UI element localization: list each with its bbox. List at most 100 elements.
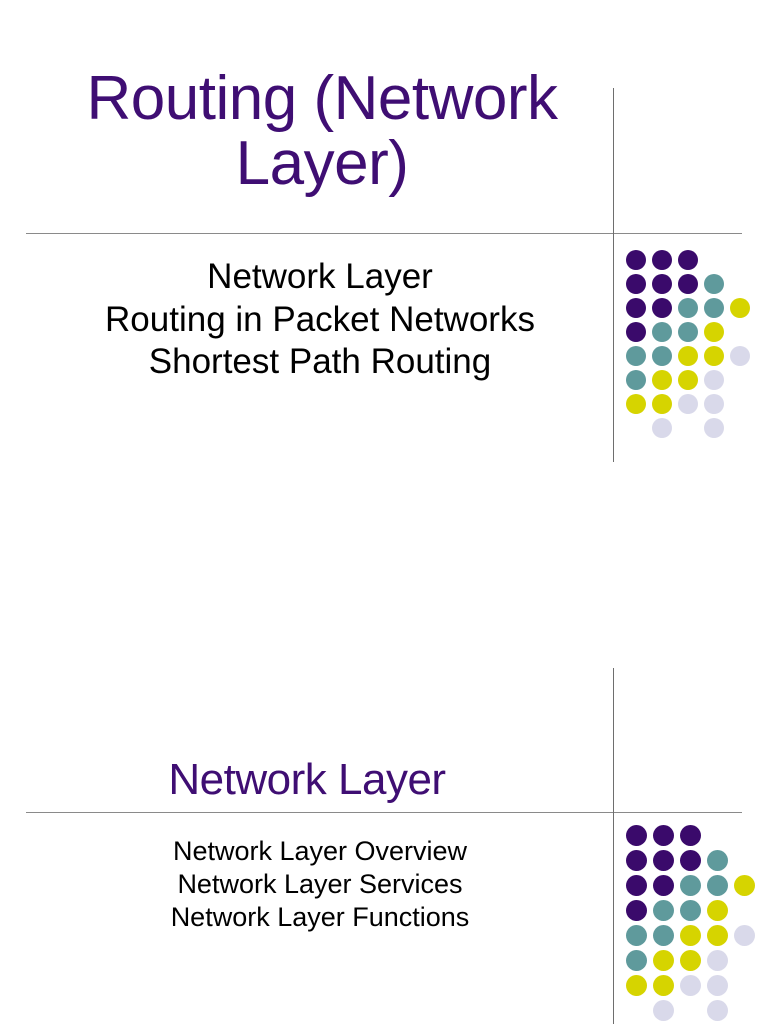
dot-yellow xyxy=(707,900,728,921)
dot-teal xyxy=(652,346,672,366)
dot-teal xyxy=(626,370,646,390)
dot-yellow xyxy=(730,298,750,318)
dot-lavender xyxy=(653,1000,674,1021)
dot-lavender xyxy=(707,950,728,971)
dot-yellow xyxy=(678,370,698,390)
dot-purple xyxy=(653,850,674,871)
dot-teal xyxy=(626,925,647,946)
dot-yellow xyxy=(652,394,672,414)
dot-lavender xyxy=(707,975,728,996)
dot-empty xyxy=(734,950,755,971)
dot-purple xyxy=(680,825,701,846)
slide2-body-line-3: Network Layer Functions xyxy=(170,901,470,932)
dot-lavender xyxy=(734,925,755,946)
dot-empty xyxy=(730,274,750,294)
dot-yellow xyxy=(652,370,672,390)
slide2-body-line-1: Network Layer Overview xyxy=(172,836,468,866)
slide1-horizontal-divider xyxy=(26,233,742,234)
dot-purple xyxy=(652,250,672,270)
dot-lavender xyxy=(680,975,701,996)
dot-purple xyxy=(653,825,674,846)
dot-teal xyxy=(626,950,647,971)
slide1-title: Routing (Network Layer) xyxy=(86,63,558,198)
dot-empty xyxy=(730,418,750,438)
dot-teal xyxy=(653,925,674,946)
dot-empty xyxy=(707,825,728,846)
dot-yellow xyxy=(680,925,701,946)
dot-empty xyxy=(734,825,755,846)
dot-empty xyxy=(730,370,750,390)
dot-lavender xyxy=(707,1000,728,1021)
dot-teal xyxy=(626,346,646,366)
dot-teal xyxy=(653,900,674,921)
slide1-dot-matrix-decoration xyxy=(626,250,756,442)
slide1-vertical-divider xyxy=(613,88,614,462)
dot-lavender xyxy=(704,394,724,414)
dot-lavender xyxy=(652,418,672,438)
dot-teal xyxy=(707,875,728,896)
dot-purple xyxy=(678,274,698,294)
dot-teal xyxy=(678,322,698,342)
dot-yellow xyxy=(734,875,755,896)
dot-yellow xyxy=(678,346,698,366)
dot-empty xyxy=(680,1000,701,1021)
dot-yellow xyxy=(626,394,646,414)
dot-purple xyxy=(678,250,698,270)
dot-teal xyxy=(680,900,701,921)
dot-purple xyxy=(680,850,701,871)
dot-empty xyxy=(734,900,755,921)
dot-yellow xyxy=(626,975,647,996)
slide1-body-line-1: Network Layer xyxy=(207,257,433,296)
dot-yellow xyxy=(707,925,728,946)
slide2-horizontal-divider xyxy=(26,812,742,813)
dot-empty xyxy=(730,322,750,342)
dot-teal xyxy=(680,875,701,896)
dot-yellow xyxy=(704,322,724,342)
dot-yellow xyxy=(653,950,674,971)
dot-purple xyxy=(653,875,674,896)
dot-empty xyxy=(626,1000,647,1021)
dot-purple xyxy=(626,322,646,342)
dot-lavender xyxy=(678,394,698,414)
dot-purple xyxy=(626,250,646,270)
dot-purple xyxy=(626,875,647,896)
dot-purple xyxy=(626,274,646,294)
dot-purple xyxy=(626,850,647,871)
dot-lavender xyxy=(704,418,724,438)
dot-purple xyxy=(626,298,646,318)
dot-purple xyxy=(652,274,672,294)
slide2-body-line-2: Network Layer Services xyxy=(177,868,463,899)
dot-teal xyxy=(704,298,724,318)
dot-empty xyxy=(678,418,698,438)
dot-teal xyxy=(707,850,728,871)
dot-empty xyxy=(734,1000,755,1021)
slide1-title-zone: Routing (Network Layer) xyxy=(0,36,768,226)
slide-network-layer: Network Layer Network Layer Overview Net… xyxy=(0,640,768,1024)
dot-yellow xyxy=(653,975,674,996)
dot-empty xyxy=(704,250,724,270)
slide1-body-line-3: Shortest Path Routing xyxy=(148,342,492,382)
dot-teal xyxy=(652,322,672,342)
dot-lavender xyxy=(704,370,724,390)
slide2-dot-matrix-decoration xyxy=(626,825,761,1025)
dot-lavender xyxy=(730,346,750,366)
dot-purple xyxy=(626,900,647,921)
dot-empty xyxy=(734,850,755,871)
dot-purple xyxy=(626,825,647,846)
dot-empty xyxy=(730,394,750,414)
dot-teal xyxy=(678,298,698,318)
dot-empty xyxy=(626,418,646,438)
slide2-body-text: Network Layer Overview Network Layer Ser… xyxy=(26,835,614,934)
slide1-body-line-2: Routing in Packet Networks xyxy=(105,299,535,339)
slide1-body-text: Network Layer Routing in Packet Networks… xyxy=(26,256,614,384)
dot-empty xyxy=(734,975,755,996)
dot-yellow xyxy=(704,346,724,366)
dot-teal xyxy=(704,274,724,294)
dot-yellow xyxy=(680,950,701,971)
slide2-title: Network Layer xyxy=(168,754,446,804)
slide2-vertical-divider xyxy=(613,668,614,1024)
dot-empty xyxy=(730,250,750,270)
slide2-title-zone: Network Layer xyxy=(0,744,768,816)
dot-purple xyxy=(652,298,672,318)
slide-routing-network-layer: Routing (Network Layer) Network Layer Ro… xyxy=(0,36,768,462)
